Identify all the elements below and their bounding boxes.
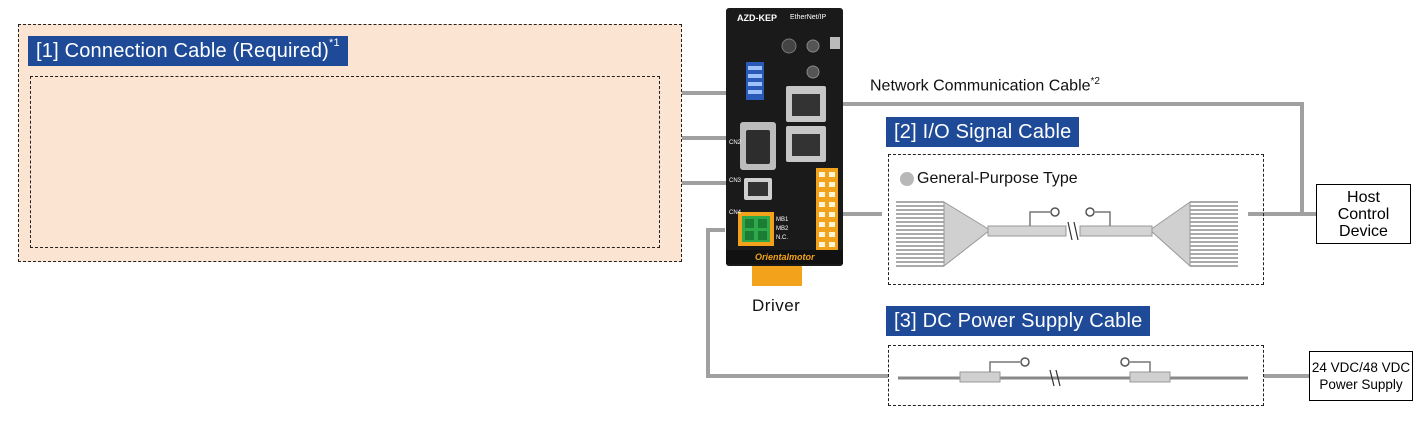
driver-terminal-mb2: MB2 bbox=[776, 226, 789, 232]
power-supply-line-2: Power Supply bbox=[1319, 377, 1403, 392]
line-dc-power bbox=[706, 228, 888, 378]
driver-protocol: EtherNet/IP bbox=[790, 14, 827, 21]
connection-cable-banner: [1] Connection Cable (Required)*1 bbox=[28, 36, 348, 66]
dc-power-cable-label: [3] DC Power Supply Cable bbox=[894, 310, 1143, 332]
io-signal-cable-label: [2] I/O Signal Cable bbox=[894, 121, 1072, 143]
driver-connector-cn4: CN4 bbox=[729, 210, 742, 216]
io-type-label: General-Purpose Type bbox=[917, 170, 1078, 187]
driver-illustration bbox=[726, 8, 843, 286]
network-cable-note: *2 bbox=[1090, 76, 1100, 87]
connection-cable-frame bbox=[30, 76, 660, 248]
power-supply-box: 24 VDC/48 VDC Power Supply bbox=[1309, 351, 1413, 401]
dc-power-cable-banner: [3] DC Power Supply Cable bbox=[886, 306, 1151, 336]
driver-brand: Orientalmotor bbox=[755, 252, 815, 262]
connection-cable-note: *1 bbox=[329, 37, 340, 49]
host-line-3: Device bbox=[1339, 222, 1388, 240]
io-signal-cable-banner: [2] I/O Signal Cable bbox=[886, 117, 1080, 147]
dc-cable-illustration bbox=[898, 357, 1248, 387]
connection-cable-label: [1] Connection Cable (Required) bbox=[36, 40, 330, 62]
driver-terminal-mb1: MB1 bbox=[776, 217, 789, 223]
io-signal-cable-frame bbox=[888, 154, 1264, 285]
io-type-label-group: General-Purpose Type bbox=[900, 170, 1078, 188]
driver-model: AZD-KEP bbox=[737, 13, 777, 23]
power-supply-line-1: 24 VDC/48 VDC bbox=[1311, 360, 1411, 375]
io-cable-illustration bbox=[896, 201, 1238, 268]
bullet-dot-icon bbox=[900, 172, 914, 186]
driver-connector-cn3: CN3 bbox=[729, 178, 742, 184]
driver-label: Driver bbox=[752, 296, 801, 315]
driver-connector-cn2: CN2 bbox=[729, 140, 742, 146]
dc-power-cable-frame bbox=[888, 345, 1264, 406]
host-line-1: Host bbox=[1347, 188, 1380, 206]
network-cable-label: Network Communication Cable bbox=[870, 77, 1091, 95]
host-control-device-box: Host Control Device bbox=[1316, 184, 1411, 244]
network-cable-label-group: Network Communication Cable*2 bbox=[870, 76, 1100, 95]
host-line-2: Control bbox=[1337, 205, 1390, 223]
driver-terminal-nc: N.C. bbox=[776, 235, 788, 241]
